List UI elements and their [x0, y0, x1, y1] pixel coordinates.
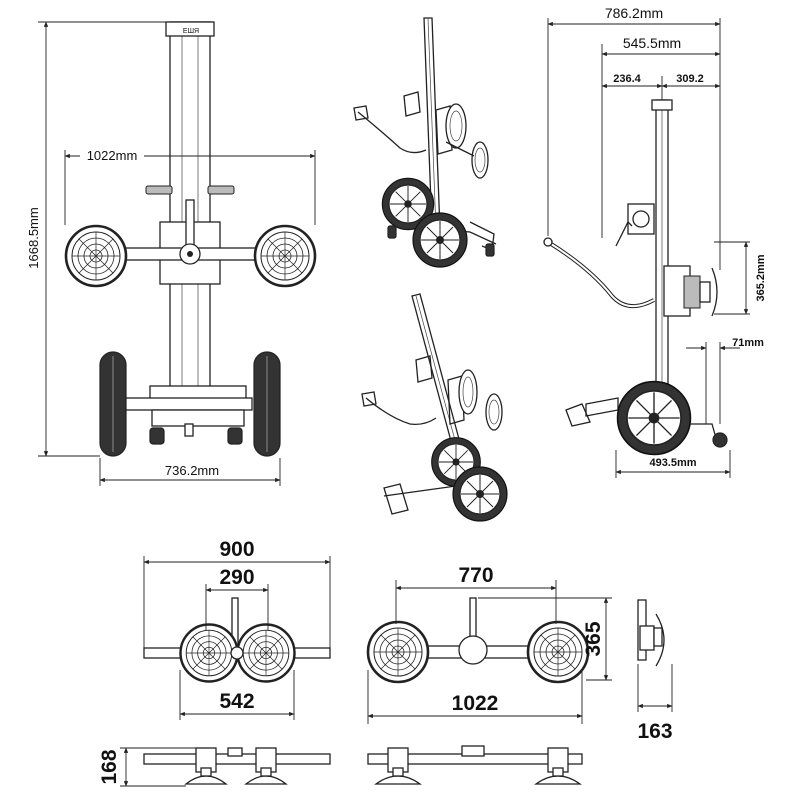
top-view-compact-dimensions: 900 290 542 — [143, 538, 331, 720]
dim-side-seg-a: 236.4 — [613, 73, 641, 85]
side-view — [543, 99, 728, 456]
front-elevation-compact-dimensions: 168 — [98, 747, 196, 787]
front-view: ЕШЯ — [64, 21, 317, 457]
dim-bottom-left-cups: 542 — [219, 690, 254, 713]
brand-label: ЕШЯ — [183, 28, 199, 35]
dim-side-wheel-base: 493.5mm — [649, 457, 696, 469]
dim-front-arm-width: 1022mm — [87, 148, 138, 163]
dim-front-base-width: 736.2mm — [165, 463, 219, 478]
dim-bottom-left-inner: 290 — [219, 566, 254, 589]
dim-bottom-side-height: 168 — [98, 749, 121, 784]
top-view-extended-dimensions: 770 1022 365 — [367, 564, 612, 724]
top-view-extended — [366, 597, 590, 684]
dim-bottom-left-total: 900 — [219, 538, 254, 561]
dim-side-seg-b: 309.2 — [676, 73, 704, 85]
dim-bottom-mid-height: 365 — [582, 621, 605, 656]
dim-front-height: 1668.5mm — [26, 207, 41, 268]
dim-side-cup-height: 365.2mm — [755, 254, 767, 301]
dim-side-total-depth: 786.2mm — [605, 5, 663, 21]
front-dimensions: 1022mm 1668.5mm 736.2mm — [26, 21, 316, 486]
front-elevation-compact — [143, 747, 331, 785]
side-dimensions: 786.2mm 545.5mm 236.4 309.2 365.2mm 71mm… — [547, 5, 767, 478]
dim-bottom-right-depth: 163 — [637, 720, 672, 743]
dim-side-depth-2: 545.5mm — [623, 35, 681, 51]
top-view-compact — [143, 597, 331, 683]
iso-view-upright — [353, 17, 497, 268]
side-profile-dimensions: 163 — [637, 664, 673, 743]
iso-view-tilted — [361, 293, 508, 522]
side-profile — [637, 599, 665, 667]
dim-side-foot-depth: 71mm — [732, 337, 764, 349]
dim-bottom-mid-total: 1022 — [452, 692, 499, 715]
front-elevation-extended — [367, 745, 583, 785]
dim-bottom-mid-inner: 770 — [458, 564, 493, 587]
